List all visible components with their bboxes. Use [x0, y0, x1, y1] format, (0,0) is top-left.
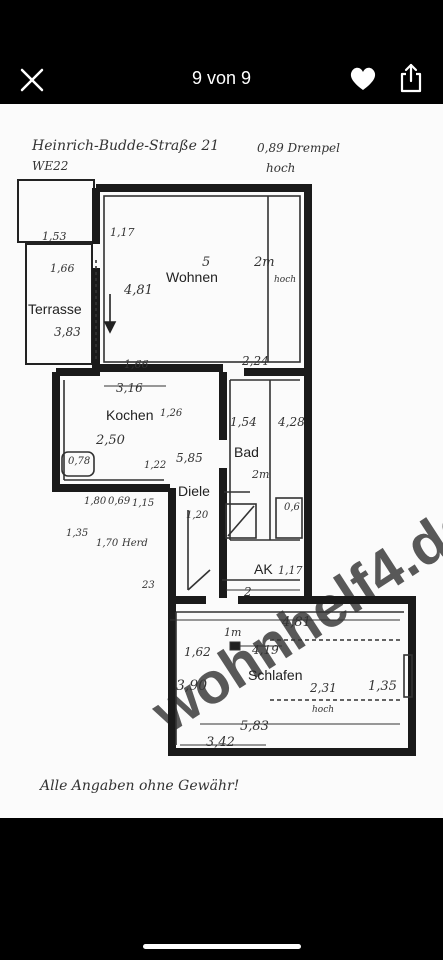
dim-2: 2: [243, 585, 252, 599]
close-icon: [20, 68, 44, 92]
floorplan-drawing: wohnhelf4.de Heinrich-Budde-Straße 21 WE…: [17, 138, 443, 794]
dim-1-35-schlafen: 1,35: [368, 679, 397, 694]
dim-1-22: 1,22: [144, 460, 166, 471]
share-button[interactable]: [396, 62, 426, 94]
share-icon: [400, 63, 422, 93]
room-bad: Bad: [234, 444, 259, 460]
dim-1-17: 1,17: [110, 226, 135, 239]
top-bar: 9 von 9: [0, 0, 443, 104]
dim-0-78: 0,78: [68, 456, 90, 467]
entrance-arrow: [103, 294, 117, 334]
dim-1m: 1m: [224, 626, 241, 639]
dim-4-28: 4,28: [277, 415, 305, 429]
dim-4-19: 4,19: [251, 643, 279, 657]
dim-1-66-top: 1,66: [50, 262, 75, 275]
favorite-button[interactable]: [348, 64, 378, 94]
address-note: Heinrich-Budde-Straße 21: [31, 138, 219, 154]
room-ak: AK: [254, 561, 273, 577]
dim-2m-bad: 2m: [251, 468, 269, 481]
threshold-note: 0,89 Drempel: [257, 141, 340, 155]
dim-1-53: 1,53: [42, 230, 67, 243]
dim-1-26: 1,26: [160, 408, 183, 419]
dimension-lines: [104, 361, 400, 746]
room-diele: Diele: [178, 483, 210, 499]
unit-note: WE22: [32, 159, 68, 173]
dim-3-83: 3,83: [54, 325, 81, 339]
dim-herd: Herd: [121, 538, 148, 549]
footer-note: Alle Angaben ohne Gewähr!: [38, 778, 239, 794]
dim-4-81-left: 4,81: [123, 283, 153, 298]
dim-2-31: 2,31: [309, 681, 337, 695]
dim-1-17-ak: 1,17: [278, 564, 303, 577]
image-counter: 9 von 9: [191, 68, 252, 88]
dim-0-69: 0,69: [108, 496, 131, 507]
dimensions: 1,53 1,17 5 2m hoch 1,66 4,81 3,83 1,66 …: [42, 226, 397, 750]
dim-1-66-bottom: 1,66: [124, 358, 149, 371]
dim-1-70: 1,70: [96, 538, 119, 549]
dim-hoch: hoch: [274, 275, 296, 285]
dim-5: 5: [202, 255, 210, 270]
dim-1-80: 1,80: [84, 496, 107, 507]
close-button[interactable]: [18, 66, 46, 94]
dim-4-81-schlafen: 4,81: [281, 615, 311, 630]
walls: [52, 184, 416, 756]
threshold-note-hoch: hoch: [266, 161, 295, 175]
dim-5-83: 5,83: [240, 719, 269, 734]
dim-1-54: 1,54: [230, 415, 257, 429]
dim-23: 23: [141, 580, 155, 591]
room-wohnen: Wohnen: [166, 269, 218, 285]
dim-1-15: 1,15: [132, 498, 154, 509]
interior-lines: [61, 195, 413, 745]
room-kochen: Kochen: [106, 407, 153, 423]
room-schlafen: Schlafen: [248, 667, 302, 683]
dim-0-6: 0,6: [284, 502, 301, 513]
heart-icon: [350, 67, 376, 90]
dim-1-20: 1,20: [186, 510, 209, 521]
dim-5-85: 5,85: [176, 451, 203, 465]
dim-3-16: 3,16: [116, 381, 143, 395]
dim-1-35-kitchen: 1,35: [66, 528, 88, 539]
dim-3-90: 3,90: [176, 678, 207, 694]
home-indicator[interactable]: [143, 944, 301, 949]
dim-2-24: 2,24: [241, 354, 269, 368]
dim-3-42: 3,42: [206, 735, 235, 750]
dim-hoch-schlafen: hoch: [312, 705, 334, 715]
dim-2m: 2m: [253, 255, 275, 270]
dim-1-62: 1,62: [184, 645, 211, 659]
floorplan-image[interactable]: wohnhelf4.de Heinrich-Budde-Straße 21 WE…: [0, 104, 443, 818]
room-terrasse: Terrasse: [28, 301, 82, 317]
dim-2-50: 2,50: [95, 433, 125, 448]
